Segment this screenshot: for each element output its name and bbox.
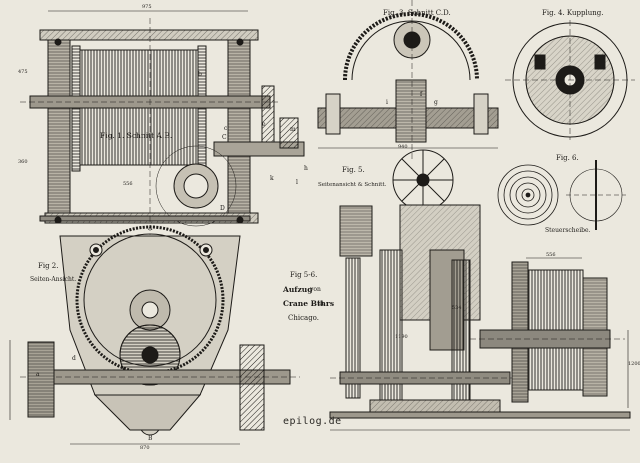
fig1-title: Fig. 1. Schnitt A.B. <box>100 131 173 140</box>
fig5-title: Fig. 5. <box>342 166 365 174</box>
letter-c: c <box>224 125 228 132</box>
dim-556: 556 <box>123 181 133 187</box>
letter-d: d <box>72 355 76 362</box>
watermark: epilog.de <box>283 416 342 427</box>
dim-975: 975 <box>142 4 152 10</box>
letter-g: g <box>434 99 438 106</box>
letter-i: i <box>386 99 388 106</box>
caption-line4: Chicago. <box>288 314 319 322</box>
letter-f: f <box>420 91 423 98</box>
dim-475: 475 <box>18 69 28 75</box>
fig3-title: Fig. 3. Schnitt C.D. <box>383 9 451 17</box>
caption-line3: Crane Bthrs <box>283 299 335 308</box>
letter-h: h <box>304 165 308 172</box>
fig6-subtitle: Steuerscheibe. <box>545 227 591 234</box>
dim-360: 360 <box>18 159 28 165</box>
letter-l: l <box>296 179 298 186</box>
caption-line2: Aufzug <box>283 285 313 294</box>
fig4-drawing <box>505 20 635 140</box>
letter-C: C <box>222 134 227 141</box>
fig5-drawing <box>329 149 631 431</box>
fig2-drawing <box>9 225 300 445</box>
caption-line1: Fig 5-6. <box>290 271 318 279</box>
letter-b: b <box>198 71 202 78</box>
letter-m: m <box>290 126 296 133</box>
letter-a: a <box>36 371 40 378</box>
fig3-drawing <box>317 0 499 160</box>
fig1-drawing <box>20 10 305 235</box>
letter-e: e <box>262 121 266 128</box>
dim-940: 940 <box>398 144 408 150</box>
letter-B: B <box>148 435 153 442</box>
fig6-title: Fig. 6. <box>556 154 579 162</box>
fig2-subtitle: Seiten-Ansicht. <box>30 276 77 283</box>
letter-A: A <box>148 225 153 232</box>
dim-1190: 1190 <box>395 334 408 340</box>
dim-534: 534 <box>452 305 462 311</box>
dim-1200: 1200 <box>628 361 640 367</box>
caption-line3b: in <box>318 300 324 307</box>
fig5-subtitle: Seitenansicht & Schnitt. <box>318 182 387 188</box>
letter-k: k <box>270 175 274 182</box>
caption-line2b: von <box>310 286 321 293</box>
fig6-drawing <box>497 160 626 230</box>
letter-D: D <box>220 205 225 212</box>
fig4-title: Fig. 4. Kupplung. <box>542 9 604 17</box>
fig2-title: Fig 2. <box>38 262 59 270</box>
dim-556b: 556 <box>546 252 556 258</box>
dim-870: 870 <box>140 445 150 451</box>
